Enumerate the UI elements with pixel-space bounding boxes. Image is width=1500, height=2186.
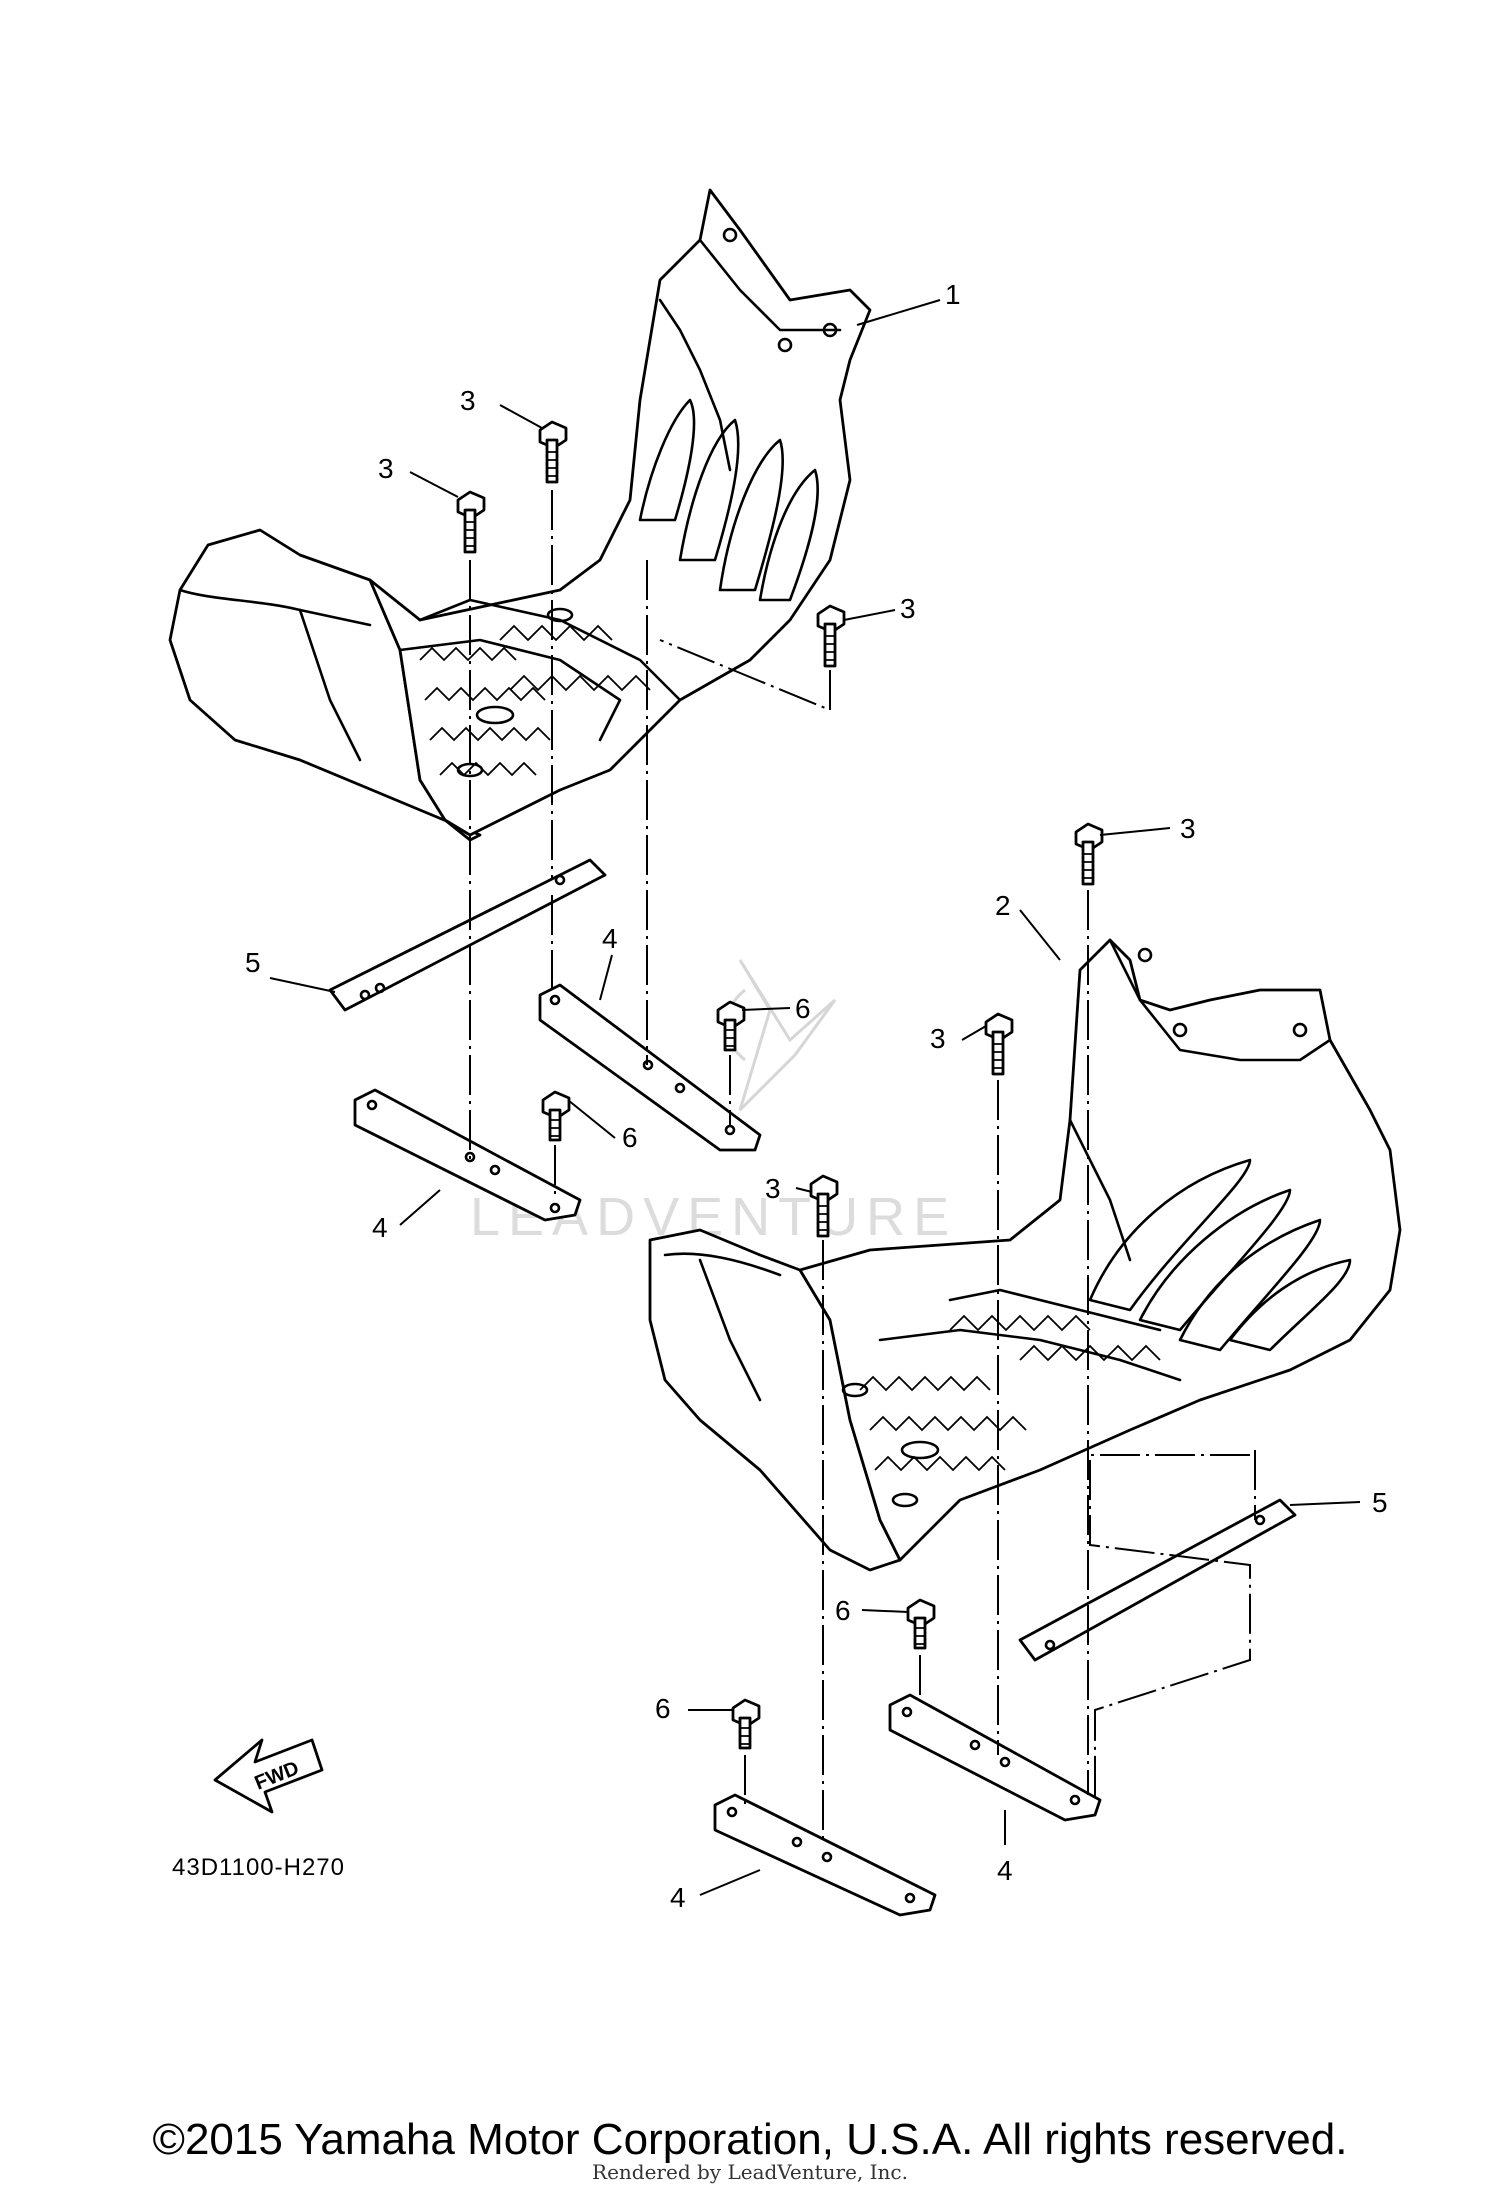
bolt-3-a xyxy=(538,420,568,484)
callout-3-b: 3 xyxy=(378,453,394,484)
callout-5-a: 5 xyxy=(245,947,261,978)
callout-6-c: 6 xyxy=(835,1595,851,1626)
callout-4-c: 4 xyxy=(997,1855,1013,1886)
bolt-3-d xyxy=(1074,822,1104,886)
callout-4-a: 4 xyxy=(602,923,618,954)
bracket-4-upper-right xyxy=(538,983,762,1152)
fwd-arrow-icon: FWD xyxy=(213,1738,324,1814)
callout-3-a: 3 xyxy=(460,385,476,416)
callout-6-d: 6 xyxy=(655,1693,671,1724)
diagram-code: 43D1100-H270 xyxy=(172,1854,345,1881)
callout-6-b: 6 xyxy=(622,1122,638,1153)
copyright-notice: ©2015 Yamaha Motor Corporation, U.S.A. A… xyxy=(152,2115,1348,2164)
callout-3-d: 3 xyxy=(1180,813,1196,844)
bracket-4-lower-right xyxy=(888,1693,1102,1822)
callout-3-e: 3 xyxy=(930,1023,946,1054)
callout-6-a: 6 xyxy=(795,993,811,1024)
bolt-3-c xyxy=(816,604,846,668)
bolt-6-a xyxy=(716,1000,746,1052)
callout-2: 2 xyxy=(995,890,1011,921)
callout-3-f: 3 xyxy=(765,1173,781,1204)
bracket-4-lower-left xyxy=(713,1793,937,1917)
leader-lines xyxy=(269,299,1361,1896)
callout-4-d: 4 xyxy=(670,1882,686,1913)
bracket-5-upper xyxy=(328,858,607,1012)
bolt-6-d xyxy=(731,1698,761,1750)
rendered-by-text: Rendered by LeadVenture, Inc. xyxy=(592,2160,908,2184)
bolt-3-f xyxy=(809,1174,839,1238)
bracket-5-lower xyxy=(1018,1498,1297,1662)
bolt-6-b xyxy=(541,1090,571,1142)
bolt-3-b xyxy=(456,490,486,554)
callouts: 1 3 3 3 3 2 3 3 4 5 6 6 4 5 6 6 4 4 xyxy=(245,279,1388,1913)
bracket-4-upper-left xyxy=(353,1088,582,1222)
callout-3-c: 3 xyxy=(900,593,916,624)
bolt-3-e xyxy=(984,1012,1014,1076)
bolt-6-c xyxy=(906,1598,936,1650)
callout-1: 1 xyxy=(945,279,961,310)
callout-4-b: 4 xyxy=(372,1212,388,1243)
callout-5-b: 5 xyxy=(1372,1487,1388,1518)
skid-plate-part-2 xyxy=(648,938,1402,1572)
skid-plate-part-1 xyxy=(168,188,872,842)
assembly-lines xyxy=(469,490,1256,1840)
